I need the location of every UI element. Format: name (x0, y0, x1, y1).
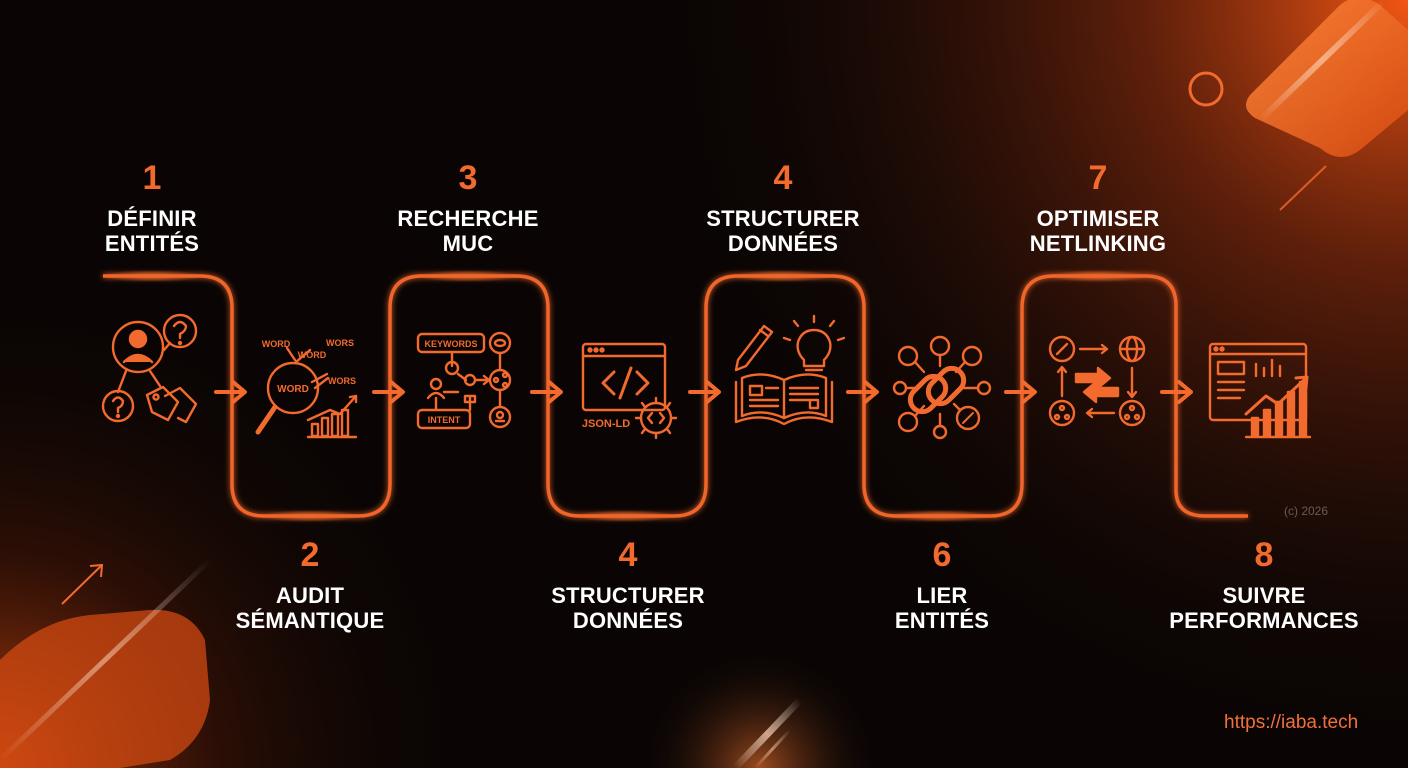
user-question-tag-icon (101, 313, 198, 424)
icon-text-word-3: WORS (326, 338, 354, 348)
step-4-top-number: 4 (773, 159, 793, 197)
step-6-title-line2: ENTITÉS (894, 608, 990, 633)
step-6-title-line1: LIER (916, 583, 968, 608)
dashboard-growth-chart-icon (1208, 342, 1312, 439)
step-3-label: 3 RECHERCHE MUC (358, 160, 578, 256)
step-2-number: 2 (300, 536, 320, 574)
step-3-title-line1: RECHERCHE (397, 206, 539, 231)
step-7-title-line2: NETLINKING (1029, 231, 1167, 256)
step-1-title-line1: DÉFINIR (107, 206, 197, 231)
chain-link-network-icon (892, 335, 992, 440)
arrow-2-icon (372, 380, 405, 404)
arrow-1-icon (214, 380, 247, 404)
step-8-title-line2: PERFORMANCES (1169, 608, 1359, 633)
step-4-bottom-label: 4 STRUCTURER DONNÉES (518, 537, 738, 633)
icon-text-keywords: KEYWORDS (424, 339, 477, 349)
step-4-bottom-number: 4 (618, 536, 638, 574)
step-1-title-line2: ENTITÉS (104, 231, 200, 256)
arrow-6-icon (1004, 380, 1037, 404)
link-exchange-network-icon (1048, 335, 1146, 427)
step-3-title-line2: MUC (442, 231, 494, 256)
copyright-text: (c) 2026 (1284, 504, 1329, 518)
icon-text-word-1: WORD (262, 339, 291, 349)
step-4-bottom-title-line2: DONNÉES (572, 608, 684, 633)
connector-path (103, 274, 1248, 518)
step-8-number: 8 (1254, 536, 1274, 574)
step-8-title-line1: SUIVRE (1222, 583, 1306, 608)
arrow-5-icon (846, 380, 879, 404)
step-2-title-line2: SÉMANTIQUE (235, 608, 385, 633)
icon-text-word-4: WORS (328, 376, 356, 386)
arrow-3-icon (530, 380, 563, 404)
step-1-label: 1 DÉFINIR ENTITÉS (42, 160, 262, 256)
step-7-number: 7 (1088, 159, 1108, 197)
icon-text-json-ld: JSON-LD (582, 418, 630, 430)
book-pen-lightbulb-icon (734, 314, 846, 426)
icon-text-word-main: WORD (277, 384, 309, 395)
step-7-label: 7 OPTIMISER NETLINKING (988, 160, 1208, 256)
step-2-label: 2 AUDIT SÉMANTIQUE (200, 537, 420, 633)
keywords-intent-tree-icon (416, 331, 512, 430)
step-4-top-label: 4 STRUCTURER DONNÉES (673, 160, 893, 256)
step-8-label: 8 SUIVRE PERFORMANCES (1154, 537, 1374, 633)
arrow-7-icon (1160, 380, 1193, 404)
step-7-title-line1: OPTIMISER (1036, 206, 1160, 231)
step-4-bottom-title-line1: STRUCTURER (551, 583, 705, 608)
arrow-4-icon (688, 380, 721, 404)
step-1-number: 1 (142, 159, 162, 197)
icon-text-word-2: WORD (298, 350, 327, 360)
step-3-number: 3 (458, 159, 478, 197)
step-6-number: 6 (932, 536, 952, 574)
step-4-top-title-line2: DONNÉES (727, 231, 839, 256)
step-6-label: 6 LIER ENTITÉS (832, 537, 1052, 633)
magnifier-words-chart-icon (255, 346, 358, 439)
step-2-title-line1: AUDIT (275, 583, 345, 608)
icon-text-intent: INTENT (428, 415, 461, 425)
site-url-link[interactable]: https://iaba.tech (1224, 712, 1359, 733)
json-ld-code-window-icon (581, 342, 678, 440)
step-4-top-title-line1: STRUCTURER (706, 206, 860, 231)
